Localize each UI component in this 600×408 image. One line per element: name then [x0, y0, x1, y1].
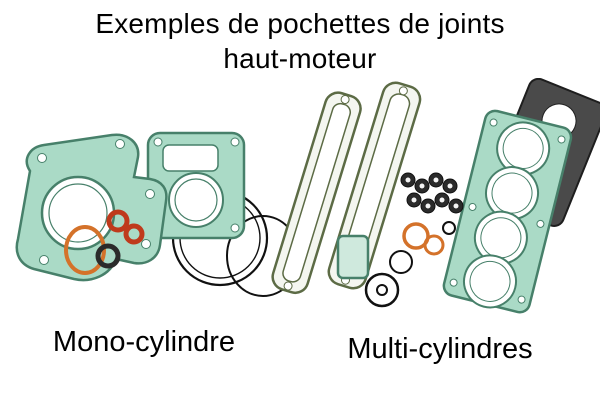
four-cylinder-head-gasket — [442, 109, 573, 314]
black-rubber-seal — [95, 243, 121, 269]
small-black-ring — [442, 221, 456, 235]
oil-seal-ring-center — [376, 284, 388, 296]
gasket-kits-illustration — [15, 78, 600, 314]
small-black-ring — [389, 250, 413, 274]
orange-o-ring — [423, 234, 445, 256]
title-line-2: haut-moteur — [223, 43, 377, 74]
orange-o-ring — [64, 225, 106, 275]
mono-cylinder-kit-photo — [15, 131, 300, 297]
title-line-1: Exemples de pochettes de joints — [95, 8, 505, 39]
multi-cylinder-kit-photo — [271, 78, 600, 314]
cylinder-base-gasket — [146, 131, 246, 240]
red-o-ring — [123, 223, 145, 245]
caption-mono-cylindre: Mono-cylindre — [52, 326, 236, 358]
valve-stem-seals — [400, 172, 464, 214]
page-title: Exemples de pochettes de joints haut-mot… — [0, 6, 600, 76]
orange-o-ring — [402, 222, 430, 250]
small-base-gasket — [336, 234, 370, 280]
valve-cover-gasket — [271, 91, 362, 295]
red-o-ring — [106, 209, 130, 233]
caption-multi-cylindres: Multi-cylindres — [347, 333, 533, 365]
cylinder-head-gasket — [15, 133, 168, 282]
